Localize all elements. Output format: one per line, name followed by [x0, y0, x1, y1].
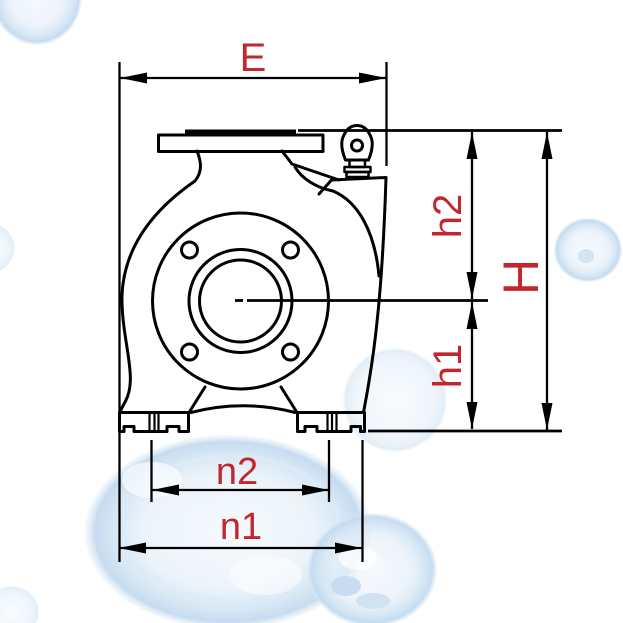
arrow-H-top [541, 132, 553, 159]
arrow-E-right [359, 72, 386, 84]
dimension-labels: E h2 H h1 n2 n1 [216, 36, 549, 548]
flange-plate [157, 133, 325, 153]
bubble-bottom-left-corner [0, 586, 39, 623]
arrow-n2-left [152, 484, 179, 496]
casing-bottom-arc [189, 404, 297, 414]
arrow-h1-top [466, 302, 478, 329]
dimension-arrowheads [119, 72, 553, 554]
label-E: E [240, 36, 267, 80]
arrow-E-left [120, 72, 147, 84]
eye-bolt-hole [350, 138, 364, 153]
bubble-left-edge [0, 224, 15, 272]
casing-neck-right [280, 149, 341, 182]
gusset-right [279, 385, 299, 414]
flange-top-strip [185, 129, 296, 135]
gusset-left [187, 385, 207, 414]
bubble-bottom-mid-blob-1 [331, 576, 361, 596]
label-n1: n1 [220, 506, 262, 548]
eye-bolt-washer-2 [345, 170, 370, 179]
foot-right-slots [326, 411, 338, 433]
bubble-top-left [0, 0, 82, 45]
arrow-H-bottom [541, 403, 553, 430]
arrow-h2-bottom [466, 272, 478, 299]
foot-right [296, 411, 366, 433]
label-h2: h2 [426, 194, 470, 239]
bolt-hole-bottom-right [281, 342, 300, 362]
casing-right-edge [362, 176, 388, 414]
casing-left-edge [118, 149, 202, 414]
arrow-n1-left [119, 542, 146, 554]
bubble-bottom-mid-blob-2 [356, 593, 390, 609]
eye-bolt-body [340, 124, 374, 162]
arrow-n1-right [335, 542, 362, 554]
bolt-hole-bottom-left [180, 342, 199, 362]
eye-bolt-bracket [317, 176, 388, 196]
bubble-bottom-mid [307, 513, 437, 623]
foot-left [118, 411, 190, 433]
label-H: H [493, 259, 549, 295]
arrow-n2-right [302, 484, 329, 496]
bubble-big-highlight-2 [230, 555, 302, 595]
bolt-hole-top-left [180, 240, 199, 260]
dimension-lines [118, 62, 562, 562]
volute-curve [293, 165, 381, 278]
arrow-h2-top [466, 132, 478, 159]
bubble-right-blob [578, 249, 594, 263]
bolt-hole-top-right [281, 240, 300, 260]
foot-left-slots [148, 411, 160, 433]
label-h1: h1 [426, 344, 470, 389]
label-n2: n2 [216, 451, 258, 493]
bubble-bottom-mid-highlight [339, 546, 377, 570]
arrow-h1-bottom [466, 402, 478, 429]
